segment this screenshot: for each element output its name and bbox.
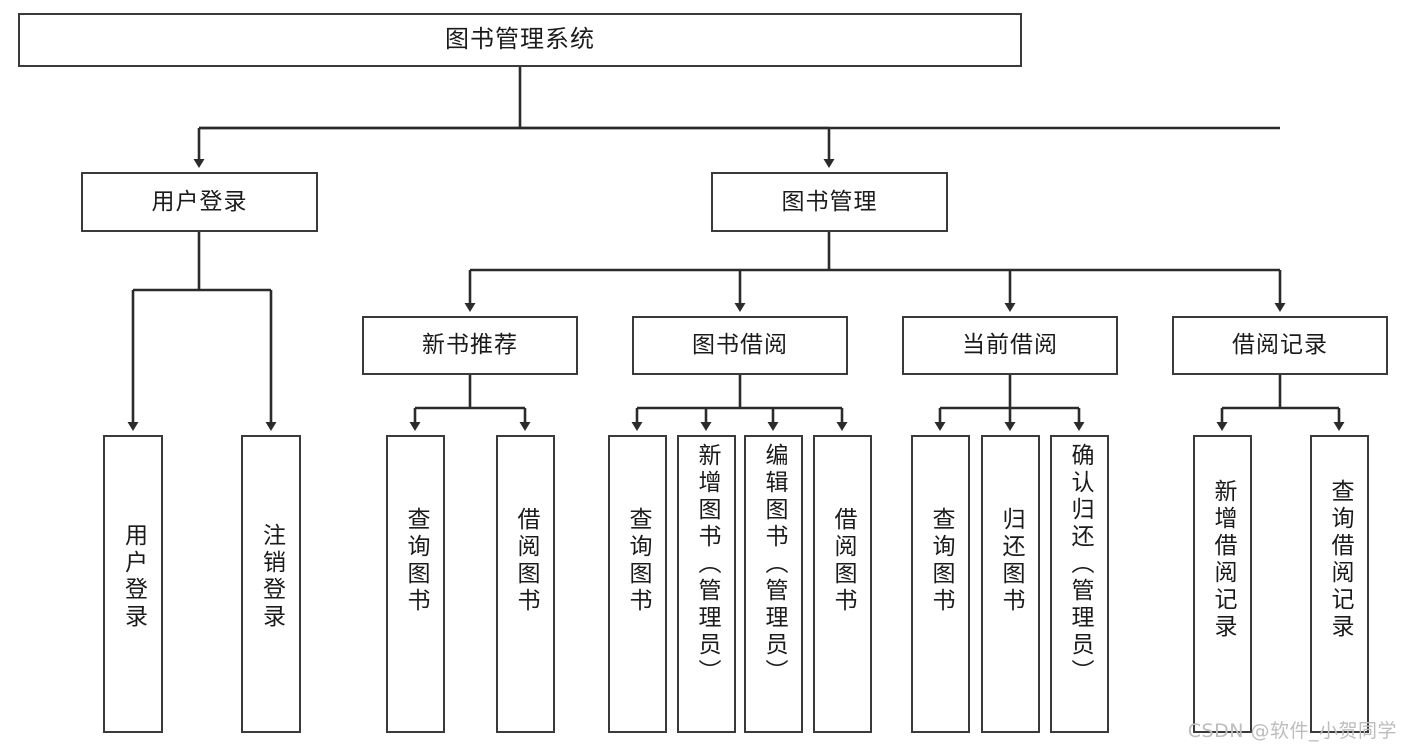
node-label: 编辑图书（管理员） — [761, 443, 787, 686]
node-label: 注销登录 — [258, 523, 285, 631]
node-label: 新增图书（管理员） — [694, 443, 720, 686]
node-label: 查询借阅记录 — [1327, 479, 1353, 641]
node-current-borrow[interactable]: 当前借阅 — [902, 316, 1118, 375]
node-leaf-logout-login[interactable]: 注销登录 — [241, 435, 301, 733]
csdn-watermark: CSDN @软件_小贺同学 — [1187, 720, 1397, 742]
node-leaf-query-book-3[interactable]: 查询图书 — [911, 435, 970, 733]
node-label: 确认归还（管理员） — [1067, 443, 1093, 686]
node-label: 查询图书 — [928, 507, 954, 615]
node-label: 借阅图书 — [830, 507, 856, 615]
node-leaf-add-record[interactable]: 新增借阅记录 — [1193, 435, 1252, 733]
node-new-book-recommend[interactable]: 新书推荐 — [362, 316, 578, 375]
node-leaf-edit-book[interactable]: 编辑图书（管理员） — [744, 435, 803, 733]
node-label: 图书借阅 — [692, 332, 788, 359]
node-label: 新书推荐 — [422, 332, 518, 359]
node-label: 图书管理 — [781, 188, 878, 215]
node-leaf-return-book[interactable]: 归还图书 — [981, 435, 1040, 733]
node-leaf-query-book-2[interactable]: 查询图书 — [608, 435, 667, 733]
node-leaf-confirm-return[interactable]: 确认归还（管理员） — [1050, 435, 1109, 733]
node-label: 归还图书 — [998, 507, 1024, 615]
node-label: 借阅记录 — [1232, 332, 1328, 359]
node-root-system[interactable]: 图书管理系统 — [18, 13, 1022, 67]
node-label: 新增借阅记录 — [1210, 479, 1236, 641]
node-leaf-borrow-book-2[interactable]: 借阅图书 — [813, 435, 872, 733]
node-label: 用户登录 — [120, 523, 147, 631]
node-label: 当前借阅 — [962, 332, 1058, 359]
node-book-manage[interactable]: 图书管理 — [711, 172, 948, 232]
node-leaf-query-record[interactable]: 查询借阅记录 — [1310, 435, 1369, 733]
node-user-login[interactable]: 用户登录 — [81, 172, 318, 232]
node-leaf-user-login[interactable]: 用户登录 — [103, 435, 163, 733]
node-leaf-borrow-book-1[interactable]: 借阅图书 — [496, 435, 555, 733]
node-leaf-query-book-1[interactable]: 查询图书 — [386, 435, 445, 733]
node-label: 用户登录 — [151, 188, 248, 215]
node-label: 查询图书 — [625, 507, 651, 615]
node-book-borrow[interactable]: 图书借阅 — [632, 316, 848, 375]
node-label: 借阅图书 — [513, 507, 539, 615]
node-label: 图书管理系统 — [445, 25, 595, 54]
node-leaf-add-book[interactable]: 新增图书（管理员） — [677, 435, 736, 733]
node-label: 查询图书 — [403, 507, 429, 615]
node-borrow-record[interactable]: 借阅记录 — [1172, 316, 1388, 375]
